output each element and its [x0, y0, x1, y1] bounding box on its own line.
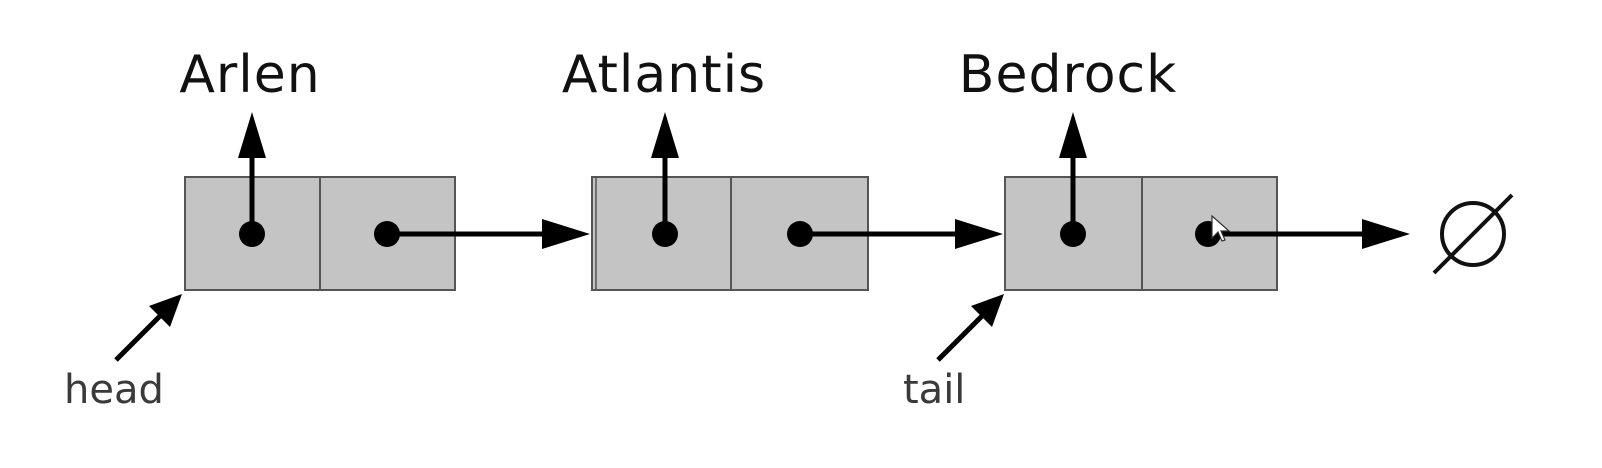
list-node-2: Atlantis — [562, 45, 1003, 291]
node-2-element-arrowhead — [651, 112, 679, 158]
node-1-element-dot — [239, 221, 265, 247]
node-2-next-arrowhead — [955, 219, 1003, 249]
node-1-next-arrowhead — [542, 219, 590, 249]
tail-pointer: tail — [903, 294, 1004, 413]
tail-label: tail — [903, 367, 965, 413]
mouse-cursor-icon — [1211, 214, 1231, 242]
head-pointer: head — [64, 294, 182, 413]
node-3-element-label: Bedrock — [959, 45, 1177, 105]
head-arrowhead — [149, 294, 182, 327]
null-terminator: ∅ — [1432, 183, 1514, 283]
null-slash — [1432, 193, 1514, 275]
null-circle — [1440, 201, 1506, 267]
list-node-3: Bedrock — [959, 45, 1410, 291]
node-2-element-dot — [652, 221, 678, 247]
head-arrow-shaft — [114, 311, 165, 362]
tail-arrowhead — [971, 294, 1004, 327]
node-3-element-arrowhead — [1059, 112, 1087, 158]
tail-arrow-shaft — [936, 311, 987, 362]
node-3-element-dot — [1060, 221, 1086, 247]
node-2-element-label: Atlantis — [562, 45, 766, 105]
node-3-next-arrowhead — [1362, 219, 1410, 249]
node-1-element-arrowhead — [238, 112, 266, 158]
head-label: head — [64, 367, 164, 413]
null-symbol-text: ∅ — [1436, 183, 1511, 283]
node-1-element-label: Arlen — [179, 45, 320, 105]
list-node-1: Arlen — [179, 45, 590, 291]
